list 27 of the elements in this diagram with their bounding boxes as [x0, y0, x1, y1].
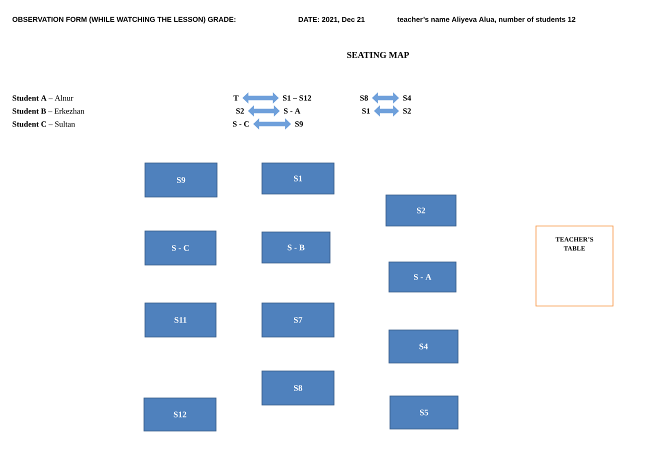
title: SEATING MAP [347, 52, 410, 58]
student-label: Student A – Alnur [12, 95, 74, 101]
desk-box: S7 [262, 302, 334, 338]
seat-label: S2 [403, 108, 411, 114]
student-label: Student B – Erkezhan [12, 108, 84, 114]
seat-label: S - C [232, 121, 249, 127]
seat-label: S1 – S12 [282, 95, 312, 101]
desk-box: S - C [144, 230, 216, 266]
seat-label: S4 [403, 95, 412, 101]
desk-box: S - A [388, 262, 456, 292]
desk-box: S5 [390, 396, 458, 430]
student-label: Student C – Sultan [12, 121, 75, 127]
desk-box: S - B [262, 232, 330, 264]
seat-label: S9 [295, 121, 303, 127]
seat-label: S1 [362, 108, 370, 114]
desk-box: S4 [388, 330, 458, 364]
seat-label: T [233, 95, 239, 101]
desk-box: S1 [262, 162, 334, 194]
desk-box: S9 [144, 162, 218, 198]
desk-box: S12 [144, 398, 216, 432]
desk-box: S2 [386, 194, 456, 226]
seat-label: S2 [236, 108, 244, 114]
desk-box: S11 [144, 302, 216, 338]
desk-box: S8 [262, 370, 334, 406]
teacher-table [536, 226, 614, 306]
seat-label: S - A [284, 108, 300, 114]
seat-label: S8 [360, 95, 368, 101]
